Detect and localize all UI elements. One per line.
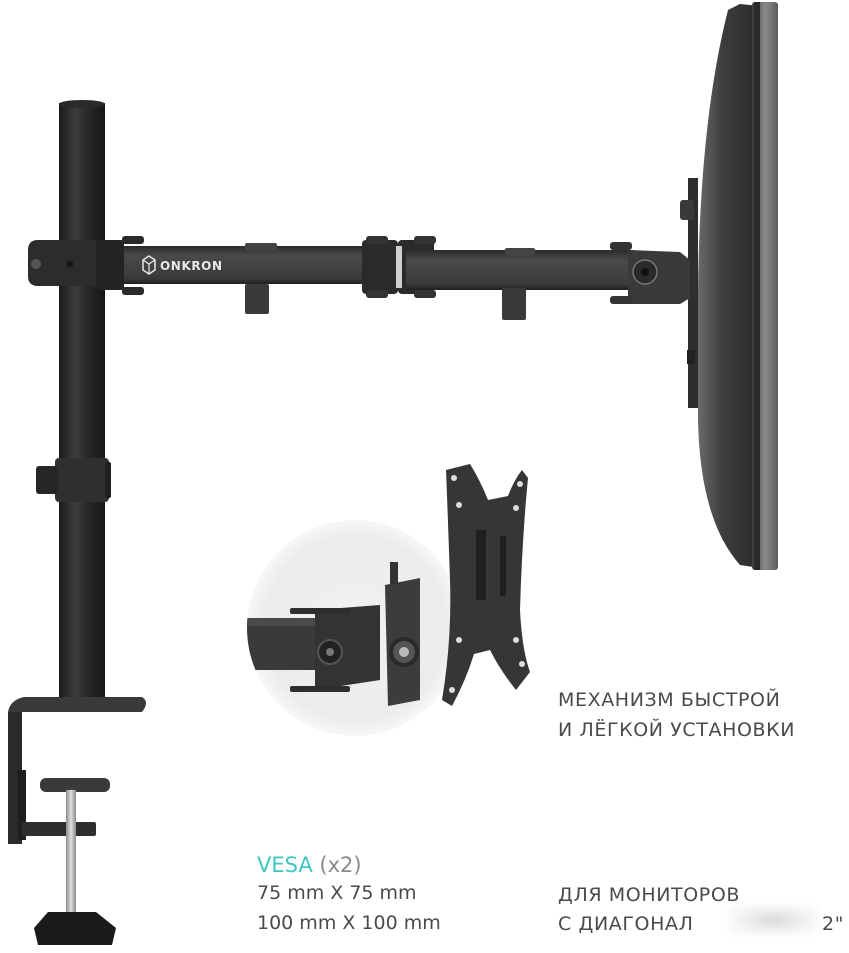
obscured-text-blur [730,905,818,935]
monitor-info-line2-end: 2" [822,913,845,935]
monitor-info-line1: ДЛЯ МОНИТОРОВ [558,884,741,906]
onkron-logo: ONKRON [142,255,223,275]
vesa-plate [442,464,530,706]
monitor-info-line2-start: С ДИАГОНАЛ [558,913,694,935]
vesa-multiplier: (x2) [319,853,362,877]
vesa-size-75: 75 mm X 75 mm [257,882,417,904]
vesa-label: VESA [257,853,313,877]
vesa-size-100: 100 mm X 100 mm [257,912,441,934]
articulating-arm: ONKRON [28,236,690,320]
feature-callout-line1: МЕХАНИЗМ БЫСТРОЙ [558,689,781,711]
brand-name: ONKRON [160,259,223,273]
pole [36,100,111,703]
vesa-heading: VESA (x2) [257,852,362,878]
desk-clamp [8,697,146,945]
monitor-side-view [680,2,778,570]
feature-callout-line2: И ЛЁГКОЙ УСТАНОВКИ [558,719,796,741]
quick-release-detail-inset [247,520,463,736]
